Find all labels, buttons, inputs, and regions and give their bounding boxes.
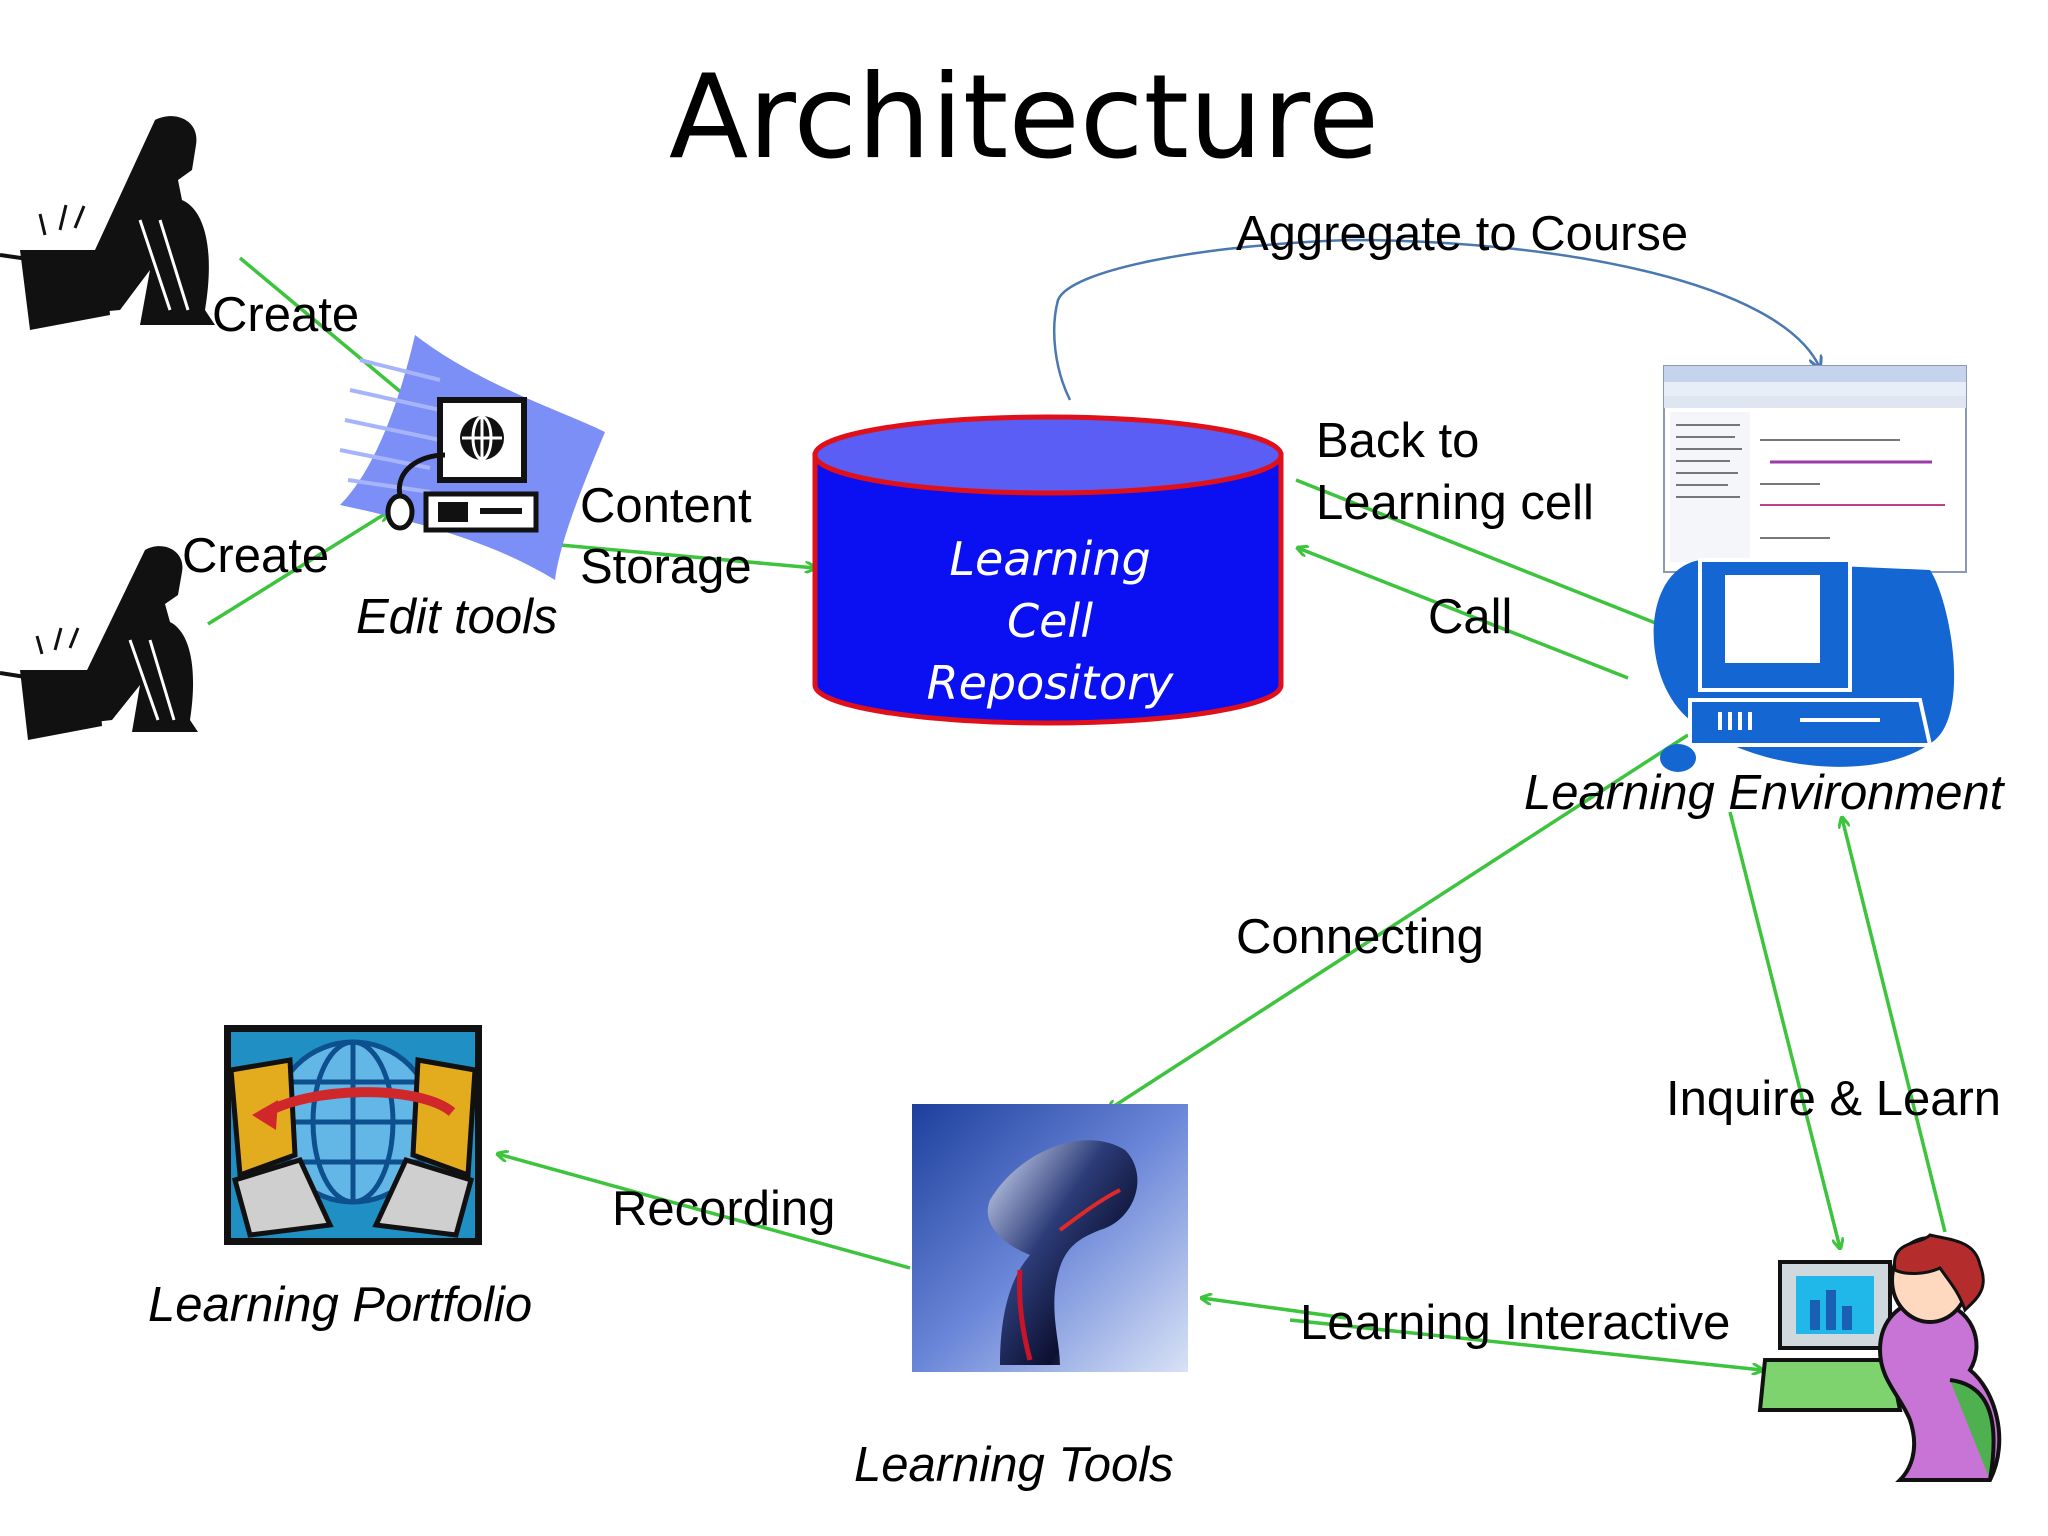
learning-cell-repository bbox=[812, 414, 1284, 726]
call-label: Call bbox=[1428, 590, 1513, 644]
back-to-cell-line bbox=[1295, 478, 1669, 630]
aggregate-label: Aggregate to Course bbox=[1236, 207, 1689, 261]
learning-tools-image bbox=[912, 1104, 1188, 1372]
learning-tools-label: Learning Tools bbox=[854, 1438, 1174, 1492]
learning-environment-computer-icon bbox=[1653, 558, 1955, 772]
create-top-label: Create bbox=[212, 288, 360, 342]
back-to-label-line2: Learning cell bbox=[1316, 476, 1594, 530]
edit-tools-label: Edit tools bbox=[356, 590, 558, 644]
writer-bottom-icon bbox=[0, 546, 198, 740]
interactive-right-arrow bbox=[1289, 1318, 1762, 1370]
writer-top-icon bbox=[0, 116, 215, 330]
browser-screenshot-icon bbox=[1663, 365, 1967, 573]
repository-label-line2: Repository bbox=[926, 656, 1174, 710]
content-storage-arrow bbox=[559, 543, 815, 568]
connecting-arrow bbox=[1108, 733, 1689, 1110]
repository-label-line1: Learning Cell bbox=[949, 532, 1151, 648]
inquire-up-arrow bbox=[1842, 818, 1947, 1233]
learning-portfolio-icon bbox=[224, 1025, 482, 1245]
recording-arrow bbox=[498, 1154, 911, 1270]
repository-label: Learning Cell Repository bbox=[900, 528, 1200, 714]
learning-portfolio-label: Learning Portfolio bbox=[148, 1278, 533, 1332]
back-to-label-line1: Back to bbox=[1316, 414, 1480, 468]
connecting-label: Connecting bbox=[1236, 910, 1484, 964]
inquire-down-arrow bbox=[1728, 811, 1840, 1248]
content-storage-label-line2: Storage bbox=[580, 540, 752, 594]
edit-tools-icon bbox=[339, 335, 605, 580]
interactive-left-arrow bbox=[1202, 1298, 1347, 1320]
learner-at-computer-icon bbox=[1757, 1233, 2002, 1482]
create-bottom-arrow bbox=[207, 512, 388, 626]
learning-interactive-label: Learning Interactive bbox=[1300, 1296, 1731, 1350]
page-title: Architecture bbox=[668, 50, 1380, 185]
aggregate-arrow bbox=[1053, 238, 1820, 401]
create-bottom-label: Create bbox=[182, 529, 330, 583]
learning-environment-label: Learning Environment bbox=[1524, 766, 2004, 820]
recording-label: Recording bbox=[612, 1182, 836, 1236]
content-storage-label-line1: Content bbox=[580, 479, 752, 533]
inquire-learn-label: Inquire & Learn bbox=[1666, 1072, 2002, 1126]
call-arrow bbox=[1298, 548, 1629, 680]
